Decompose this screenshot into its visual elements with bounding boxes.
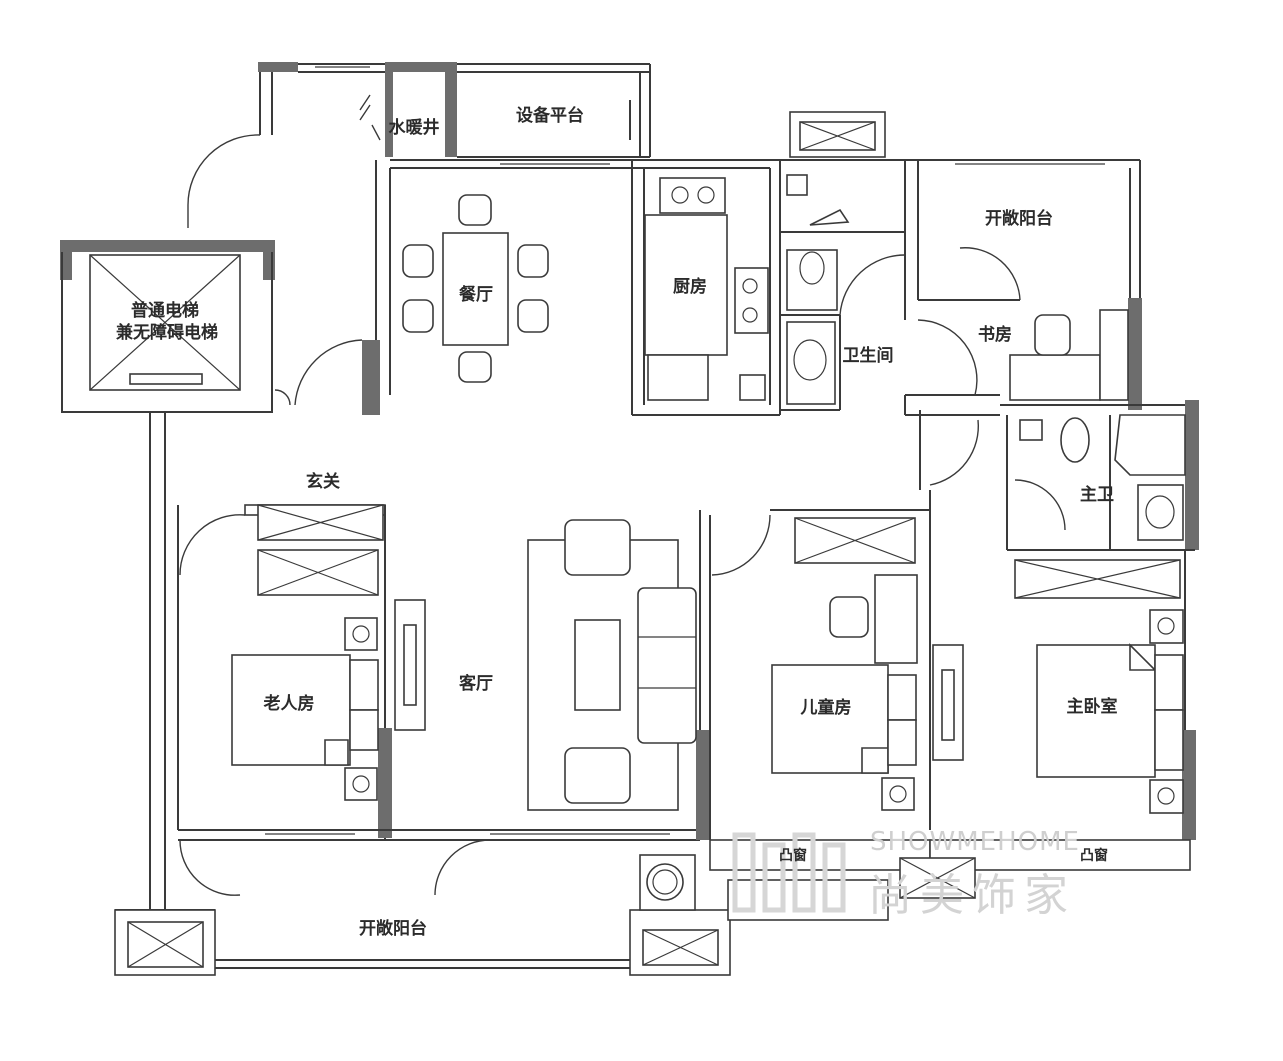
label-master-bedroom: 主卧室 xyxy=(1067,696,1118,717)
label-open-balcony-top: 开敞阳台 xyxy=(985,208,1053,229)
dining-table-set xyxy=(402,194,549,383)
living-furniture xyxy=(527,519,697,811)
label-elevator-line1: 普通电梯 xyxy=(131,300,199,321)
label-master-bath: 主卫 xyxy=(1080,484,1114,505)
balcony-fixtures xyxy=(127,854,976,968)
label-equipment-platform: 设备平台 xyxy=(516,105,584,126)
watermark: SHOWMEHOME 尚美饰家 xyxy=(732,827,1080,921)
study-furniture xyxy=(1009,309,1129,401)
watermark-logo-icon xyxy=(732,832,846,913)
watermark-chinese: 尚美饰家 xyxy=(868,870,1076,921)
label-elderly-room: 老人房 xyxy=(263,693,315,714)
label-entrance: 玄关 xyxy=(306,471,340,492)
label-bay-window-1: 凸窗 xyxy=(779,847,807,864)
label-children-room: 儿童房 xyxy=(800,697,852,718)
kitchen-fixtures xyxy=(644,177,769,401)
elevator-shaft xyxy=(60,240,275,413)
bathroom-fixtures xyxy=(786,174,1186,541)
label-study: 书房 xyxy=(978,324,1012,345)
wardrobes xyxy=(257,504,1181,599)
elderly-bed xyxy=(231,599,426,801)
children-furniture xyxy=(771,574,964,811)
windows xyxy=(265,66,1105,835)
doors xyxy=(179,94,1066,896)
label-elevator-line2: 兼无障碍电梯 xyxy=(116,322,218,343)
label-living: 客厅 xyxy=(458,673,493,694)
room-labels: 普通电梯 兼无障碍电梯 水暖井 设备平台 餐厅 厨房 卫生间 开敞阳台 书房 玄… xyxy=(116,105,1118,939)
label-kitchen: 厨房 xyxy=(673,276,707,297)
label-bay-window-2: 凸窗 xyxy=(1080,847,1108,864)
label-dining: 餐厅 xyxy=(459,284,493,305)
master-furniture xyxy=(1036,609,1184,814)
label-open-balcony-bottom: 开敞阳台 xyxy=(359,918,427,939)
watermark-english: SHOWMEHOME xyxy=(870,827,1080,857)
label-bathroom: 卫生间 xyxy=(843,345,894,366)
label-water-shaft: 水暖井 xyxy=(389,117,440,138)
